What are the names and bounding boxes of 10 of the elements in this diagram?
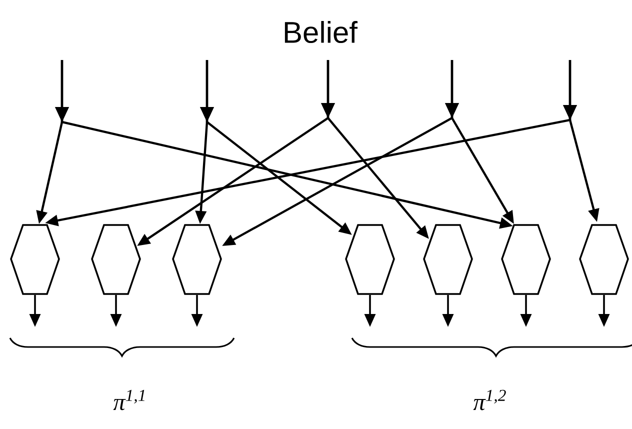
hexagon-block (579, 224, 629, 295)
hexagon-block (91, 224, 141, 295)
hexagon-block (501, 224, 551, 295)
policy-label: π$^{1,2}$ (473, 390, 506, 410)
title: Belief (284, 21, 358, 44)
hexagon-block (345, 224, 395, 295)
policy-label: π$^{1,1}$ (113, 390, 144, 410)
hexagon-block (423, 224, 473, 295)
hexagon-block (172, 224, 222, 295)
hexagon-block (10, 224, 60, 295)
